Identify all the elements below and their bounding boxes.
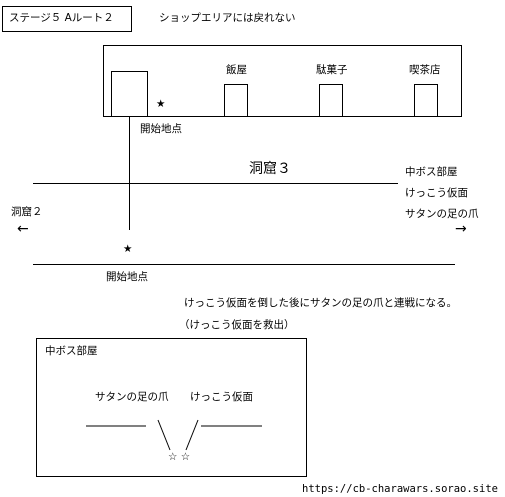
start-star-top: ★ [156,98,166,110]
footer-url[interactable]: https://cb-charawars.sorao.site [302,483,498,495]
shop-door-dagashi [319,84,343,117]
shop-label-dagashi: 駄菓子 [316,64,348,76]
start-connector-line [129,117,130,230]
rescue-note: （けっこう仮面を救出） [179,319,295,331]
list-kekkou-kamen: けっこう仮面 [405,187,468,199]
start-label-bottom: 開始地点 [106,271,148,283]
shop-area-box [103,45,462,117]
shop-door-kissaten [414,84,438,117]
player-stars: ☆ ☆ [168,451,191,463]
list-satan-claw: サタンの足の爪 [405,208,479,220]
shop-label-kissaten: 喫茶店 [409,64,441,76]
start-door [111,71,148,117]
cave2-label: 洞窟２ [11,206,43,218]
right-slant-line [185,419,199,451]
shop-label-meshiya: 飯屋 [226,64,247,76]
stage-title-box [2,6,132,32]
boss-room-box [36,338,307,477]
cave-upper-line [33,183,398,184]
left-arrow-icon: ← [17,221,29,237]
boss-left-enemy: サタンの足の爪 [95,391,169,403]
battle-note: けっこう仮面を倒した後にサタンの足の爪と連戦になる。 [184,297,457,309]
shop-door-meshiya [224,84,248,117]
start-star-bottom: ★ [123,243,133,255]
left-slant-line [157,419,171,451]
boss-room-title: 中ボス部屋 [45,345,98,357]
right-arrow-icon: → [455,221,467,237]
start-label-top: 開始地点 [140,123,182,135]
list-midboss-room: 中ボス部屋 [405,166,458,178]
cave-lower-line [33,264,455,265]
cave3-label: 洞窟３ [249,161,291,177]
stage-title: ステージ５ Aルート２ [9,12,114,24]
boss-right-enemy: けっこう仮面 [190,391,253,403]
shop-area-note: ショップエリアには戻れない [159,12,296,24]
